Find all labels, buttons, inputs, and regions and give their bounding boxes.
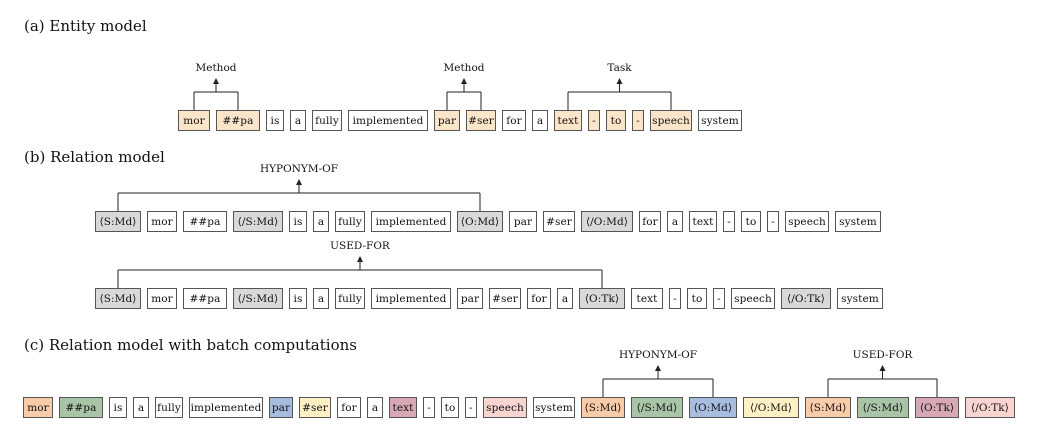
token-s2-r0-13: - [465, 397, 477, 418]
bracket-s0-r0-1-arrow [461, 78, 467, 84]
token-s1-r1-10: for [527, 288, 551, 309]
token-s1-r0-7: implemented [371, 211, 451, 232]
token-s2-r0-20: ⟨S:Md⟩ [805, 397, 851, 418]
token-s1-r1-15: to [687, 288, 707, 309]
section-a-title: (a) Entity model [24, 17, 147, 35]
token-s1-r1-17: speech [731, 288, 775, 309]
token-s0-r0-2: is [266, 110, 284, 131]
token-s1-r0-0: ⟨S:Md⟩ [95, 211, 141, 232]
token-s1-r1-9: #ser [489, 288, 521, 309]
token-s2-r0-3: a [133, 397, 149, 418]
token-s0-r0-12: to [606, 110, 626, 131]
token-s1-r1-18: ⟨/O:Tk⟩ [781, 288, 831, 309]
token-s1-r1-6: fully [335, 288, 365, 309]
token-s0-r0-15: system [698, 110, 742, 131]
bracket-s2-r0-1-arrow [879, 365, 886, 371]
token-s1-r0-6: fully [335, 211, 365, 232]
token-s1-r0-19: system [835, 211, 881, 232]
label-s2-r0-1: USED-FOR [852, 349, 913, 361]
bracket-s2-r0-0-arrow [655, 365, 661, 371]
token-s0-r0-0: mor [178, 110, 210, 131]
token-s0-r0-8: for [502, 110, 526, 131]
token-s2-r0-21: ⟨/S:Md⟩ [857, 397, 909, 418]
token-s0-r0-6: par [434, 110, 460, 131]
token-s1-r0-15: - [723, 211, 735, 232]
token-s1-r1-4: is [289, 288, 307, 309]
token-s1-r0-4: is [289, 211, 307, 232]
token-s2-r0-17: ⟨/S:Md⟩ [631, 397, 683, 418]
token-s1-r1-19: system [837, 288, 883, 309]
token-s1-r1-14: - [669, 288, 681, 309]
token-s2-r0-10: text [389, 397, 417, 418]
token-s1-r0-16: to [741, 211, 761, 232]
token-s1-r1-0: ⟨S:Md⟩ [95, 288, 141, 309]
token-s1-r0-9: par [509, 211, 537, 232]
token-s2-r0-1: ##pa [59, 397, 103, 418]
token-s2-r0-18: ⟨O:Md⟩ [689, 397, 737, 418]
token-s2-r0-0: mor [23, 397, 53, 418]
token-s2-r0-16: ⟨S:Md⟩ [581, 397, 625, 418]
token-s0-r0-14: speech [650, 110, 692, 131]
bracket-s0-r0-2-arrow [616, 78, 623, 84]
token-s1-r0-14: text [689, 211, 717, 232]
token-s0-r0-7: #ser [466, 110, 496, 131]
label-s0-r0-0: Method [195, 62, 237, 74]
token-s0-r0-10: text [554, 110, 582, 131]
token-s0-r0-5: implemented [348, 110, 428, 131]
label-s1-r1-0: USED-FOR [330, 240, 390, 252]
label-s1-r0-0: HYPONYM-OF [259, 163, 339, 175]
token-s2-r0-14: speech [483, 397, 527, 418]
token-s0-r0-3: a [290, 110, 306, 131]
token-s0-r0-11: - [588, 110, 600, 131]
token-s1-r0-10: #ser [543, 211, 575, 232]
token-s1-r0-13: a [667, 211, 683, 232]
label-s0-r0-1: Method [443, 62, 485, 74]
token-s2-r0-11: - [423, 397, 435, 418]
token-s2-r0-19: ⟨/O:Md⟩ [743, 397, 799, 418]
token-s1-r1-2: ##pa [183, 288, 227, 309]
token-s1-r0-18: speech [785, 211, 829, 232]
token-s1-r0-3: ⟨/S:Md⟩ [233, 211, 283, 232]
token-s2-r0-15: system [533, 397, 575, 418]
token-s1-r1-7: implemented [371, 288, 451, 309]
token-s1-r0-8: ⟨O:Md⟩ [457, 211, 503, 232]
token-s0-r0-13: - [632, 110, 644, 131]
token-s1-r0-17: - [767, 211, 779, 232]
token-s2-r0-4: fully [155, 397, 183, 418]
token-s0-r0-1: ##pa [216, 110, 260, 131]
token-s2-r0-7: #ser [299, 397, 331, 418]
bracket-s1-r0-0-arrow [296, 179, 302, 185]
token-s2-r0-6: par [269, 397, 293, 418]
token-s1-r1-16: - [713, 288, 725, 309]
token-s1-r0-2: ##pa [183, 211, 227, 232]
token-s1-r0-12: for [639, 211, 661, 232]
token-s2-r0-5: implemented [189, 397, 263, 418]
token-s1-r1-8: par [457, 288, 483, 309]
token-s0-r0-4: fully [312, 110, 342, 131]
token-s1-r0-11: ⟨/O:Md⟩ [581, 211, 633, 232]
label-s2-r0-0: HYPONYM-OF [618, 349, 698, 361]
token-s2-r0-12: to [441, 397, 459, 418]
bracket-s1-r1-0-arrow [357, 256, 363, 262]
section-b-title: (b) Relation model [24, 148, 165, 166]
token-s1-r0-5: a [313, 211, 329, 232]
token-s1-r1-3: ⟨/S:Md⟩ [233, 288, 283, 309]
token-s1-r1-5: a [313, 288, 329, 309]
token-s2-r0-22: ⟨O:Tk⟩ [915, 397, 959, 418]
bracket-s0-r0-0-arrow [213, 78, 219, 84]
token-s2-r0-9: a [367, 397, 383, 418]
token-s0-r0-9: a [532, 110, 548, 131]
token-s1-r0-1: mor [147, 211, 177, 232]
token-s1-r1-12: ⟨O:Tk⟩ [579, 288, 625, 309]
token-s1-r1-1: mor [147, 288, 177, 309]
label-s0-r0-2: Task [607, 62, 632, 74]
token-s2-r0-2: is [109, 397, 127, 418]
section-c-title: (c) Relation model with batch computatio… [24, 336, 357, 354]
token-s2-r0-23: ⟨/O:Tk⟩ [965, 397, 1015, 418]
token-s2-r0-8: for [337, 397, 361, 418]
token-s1-r1-11: a [557, 288, 573, 309]
token-s1-r1-13: text [631, 288, 663, 309]
